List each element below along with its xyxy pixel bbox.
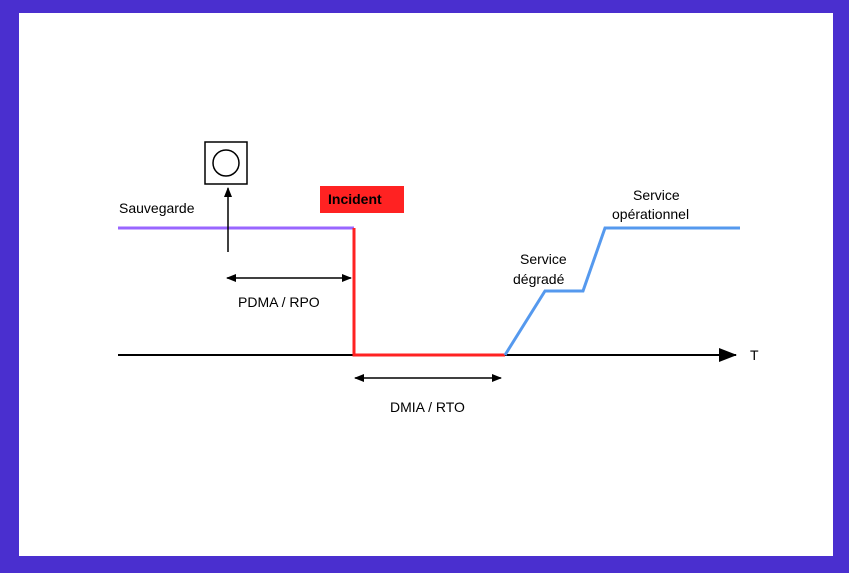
incident-label: Incident	[328, 191, 382, 207]
incident-badge	[320, 186, 404, 213]
dmia-rto-label: DMIA / RTO	[390, 399, 465, 415]
incident-line	[352, 228, 505, 357]
time-axis-label: T	[750, 347, 759, 363]
slide	[19, 13, 833, 556]
pdma-rpo-label: PDMA / RPO	[238, 294, 320, 310]
sauvegarde-label: Sauvegarde	[119, 200, 195, 216]
service-operationnel-label-2: opérationnel	[612, 206, 689, 222]
service-degrade-label-1: Service	[520, 251, 567, 267]
service-operationnel-label-1: Service	[633, 187, 680, 203]
recovery-line	[503, 226, 740, 356]
service-degrade-label-2: dégradé	[513, 271, 565, 287]
backup-disk-icon	[204, 141, 248, 185]
